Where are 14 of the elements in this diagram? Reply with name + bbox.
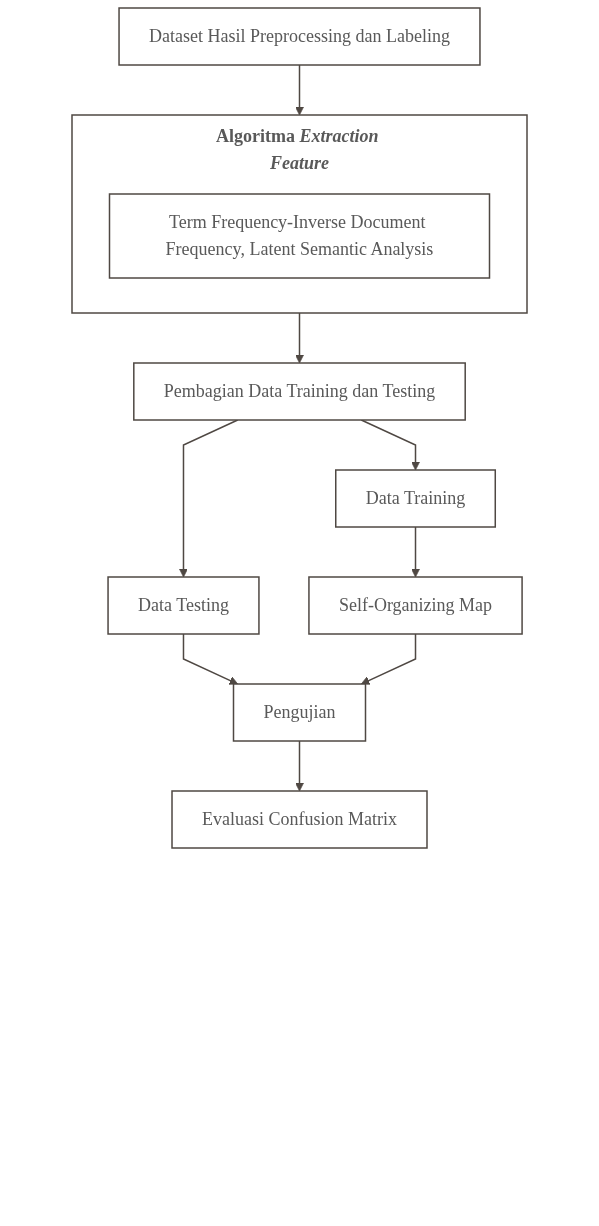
node-box: Pengujian: [232, 683, 367, 742]
node-box: Pembagian Data Training dan Testing: [133, 362, 466, 421]
arrow: [411, 526, 420, 578]
node-box: Dataset Hasil Preprocessing dan Labeling: [118, 7, 481, 66]
node-box: Self-Organizing Map: [308, 576, 523, 635]
node-box: Data Training: [335, 469, 496, 528]
arrow: [182, 633, 239, 685]
arrow: [295, 740, 304, 792]
node-box: Data Testing: [107, 576, 260, 635]
node-box: Term Frequency-Inverse Document Frequency, Latent Semantic Analysis: [108, 193, 491, 279]
node-box: Evaluasi Confusion Matrix: [171, 790, 428, 849]
arrow: [295, 64, 304, 116]
arrow: [360, 633, 417, 685]
arrow: [295, 312, 304, 364]
